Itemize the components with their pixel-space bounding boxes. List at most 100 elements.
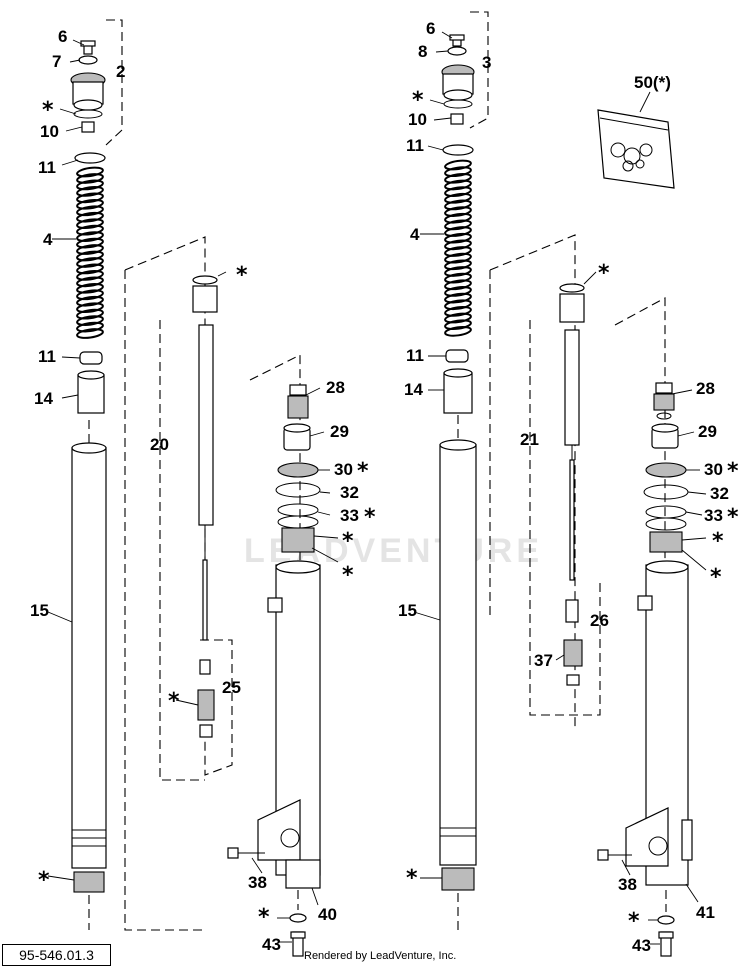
label-11-bottom: 11 — [38, 347, 56, 366]
spring-coil — [76, 211, 104, 223]
part-seal-ring — [277, 515, 319, 529]
part-43-bolt — [658, 931, 674, 957]
part-oring — [443, 99, 473, 109]
part-6-screw — [449, 34, 465, 47]
part-15-inner-tube — [71, 442, 107, 893]
spring-coil — [76, 270, 104, 281]
spring-coil — [76, 276, 104, 288]
label-4: 4 — [43, 230, 53, 249]
spring-coil — [76, 328, 104, 339]
label-43: 43 — [262, 935, 281, 954]
part-11-washer-bottom — [79, 351, 103, 365]
label-star-seal-2: * — [710, 565, 722, 590]
label-50-number: 50 — [634, 73, 653, 92]
label-30: 30 — [334, 460, 353, 479]
part-6-screw — [80, 40, 96, 55]
label-star-30: * — [357, 459, 369, 484]
spring-coil — [444, 212, 472, 224]
label-star-cap: * — [42, 98, 54, 123]
part-29-cup — [283, 423, 311, 451]
part-50-seal-kit — [597, 109, 675, 189]
label-10: 10 — [40, 122, 59, 141]
label-15: 15 — [30, 601, 49, 620]
part-oring — [73, 109, 103, 119]
part-30-bushing — [645, 462, 687, 478]
label-37: 37 — [534, 651, 553, 670]
spring-coil — [444, 172, 472, 184]
spring-coil — [444, 246, 472, 257]
part-11-washer-top — [442, 144, 474, 156]
part-28-bumper — [287, 384, 309, 419]
spring-coil — [444, 279, 472, 291]
credit-text: Rendered by LeadVenture, Inc. — [304, 950, 457, 962]
part-11-washer-bottom — [445, 349, 469, 363]
part-washer — [657, 915, 675, 925]
spring-coil — [76, 198, 104, 210]
label-38: 38 — [618, 875, 637, 894]
part-38-bolt — [597, 849, 632, 861]
label-25: 25 — [222, 678, 241, 697]
label-21: 21 — [520, 430, 539, 449]
label-38: 38 — [248, 873, 267, 892]
spring-coil — [76, 218, 104, 230]
part-3-fork-cap — [441, 64, 475, 101]
part-11-washer-top — [74, 152, 106, 164]
part-8-nut — [447, 46, 467, 56]
label-11-top: 11 — [38, 158, 56, 177]
spring-coil — [444, 226, 472, 237]
spring-coil — [76, 231, 104, 242]
label-star-cap: * — [412, 88, 424, 113]
label-14: 14 — [404, 380, 423, 399]
spring-coil — [444, 192, 472, 204]
right-fork-assembly: 6 8 3 * 10 11 4 11 14 15 * 21 * 26 37 28… — [398, 11, 739, 957]
spring-coil — [444, 239, 472, 251]
part-14-spacer — [443, 368, 473, 414]
spring-coil — [444, 252, 472, 264]
label-29: 29 — [698, 422, 717, 441]
part-26-valve — [563, 599, 583, 686]
label-star-seal-2: * — [342, 563, 354, 588]
label-11-bottom: 11 — [406, 346, 424, 365]
part-7-nut — [78, 55, 98, 65]
part-21-damper-rod — [559, 283, 585, 581]
spring-coil — [444, 166, 472, 178]
label-43: 43 — [632, 936, 651, 955]
part-43-bolt — [290, 931, 306, 957]
label-6: 6 — [58, 27, 67, 46]
label-28: 28 — [326, 378, 345, 397]
spring-coil — [444, 286, 472, 297]
part-25-valve — [197, 639, 233, 776]
label-star-rod: * — [598, 261, 610, 286]
spring-coil — [76, 179, 104, 191]
spring-coil — [444, 272, 472, 284]
spring-coil — [76, 289, 104, 301]
part-dust-seal — [649, 531, 683, 553]
spring-coil — [444, 312, 472, 324]
label-14: 14 — [34, 389, 53, 408]
label-7: 7 — [52, 52, 61, 71]
spring-coil — [444, 299, 472, 311]
spring-coil — [444, 199, 472, 211]
part-10-spacer — [450, 113, 464, 125]
spring-coil — [444, 232, 472, 244]
spring-coil — [76, 315, 104, 326]
label-3: 3 — [482, 53, 491, 72]
part-small-ring — [656, 412, 672, 420]
part-30-bushing — [277, 462, 319, 478]
spring-coil — [76, 244, 104, 255]
label-33: 33 — [704, 506, 723, 525]
label-41: 41 — [696, 903, 715, 922]
spring-coil — [76, 257, 104, 268]
part-outer-tube — [257, 560, 321, 889]
spring-coil — [76, 186, 104, 197]
part-32-ring — [643, 484, 689, 500]
part-15-inner-tube — [439, 439, 477, 891]
label-33: 33 — [340, 506, 359, 525]
spring-coil — [444, 319, 472, 331]
spring-coil — [444, 266, 472, 277]
label-20: 20 — [150, 435, 169, 454]
spring-coil — [444, 206, 472, 217]
label-28: 28 — [696, 379, 715, 398]
spring-coil — [76, 237, 104, 249]
